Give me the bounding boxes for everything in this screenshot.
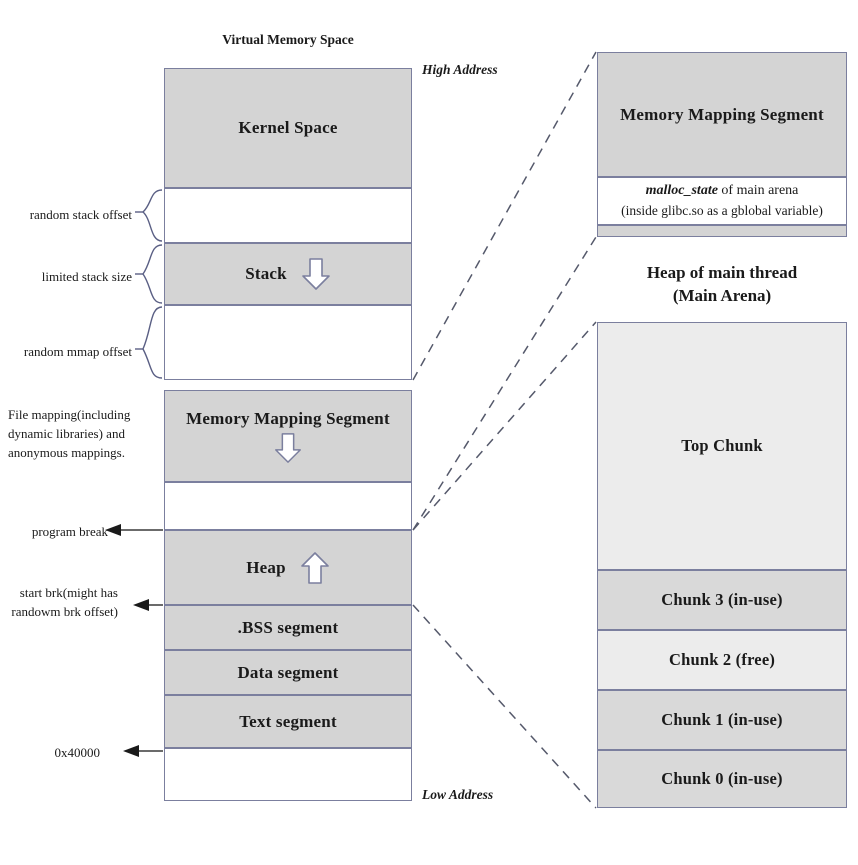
heap-detail-title-line-2: (Main Arena) [672, 285, 772, 305]
segment-label-text: Text segment [239, 711, 337, 731]
annotation-label-start-brk-line-1: start brk(might has [19, 585, 118, 600]
annotation-label-limited-stack-size: limited stack size [41, 269, 132, 284]
annotation-base-address: 0x40000 [24, 744, 101, 763]
segment-bss[interactable]: .BSS segment [164, 605, 412, 650]
segment-text[interactable]: Text segment [164, 695, 412, 748]
segment-below-text [164, 748, 412, 801]
arrow-down-icon [275, 432, 301, 463]
segment-data[interactable]: Data segment [164, 650, 412, 695]
malloc-state-suffix: of main arena [717, 183, 799, 199]
brace-limited-stack-size [142, 244, 163, 304]
arrowhead-base-address [123, 745, 139, 757]
mmap-detail-header-label: Memory Mapping Segment [620, 104, 824, 124]
annotation-program-break: program break [10, 523, 108, 542]
malloc-state-line: malloc_state of main arena [646, 180, 799, 201]
segment-brk-gap [164, 482, 412, 530]
malloc-state-note: (inside glibc.so as a gblobal variable) [621, 203, 823, 219]
segment-stack[interactable]: Stack [164, 243, 412, 305]
heap-detail-title: Heap of main thread (Main Arena) [597, 262, 847, 308]
segment-label-data: Data segment [237, 662, 339, 682]
annotation-label-base-address: 0x40000 [54, 745, 101, 760]
brace-random-mmap-offset [142, 306, 163, 379]
heap-block-label-chunk-3: Chunk 3 (in-use) [661, 589, 783, 609]
arrow-up-icon [300, 551, 329, 584]
segment-label-stack: Stack [245, 264, 287, 284]
heap-block-chunk-1[interactable]: Chunk 1 (in-use) [597, 690, 847, 750]
connector-heap-top [412, 321, 597, 531]
brace-random-stack-offset [141, 189, 163, 242]
annotation-limited-stack-size: limited stack size [4, 268, 132, 287]
annotation-start-brk: start brk(might has randowm brk offset) [2, 584, 118, 622]
segment-label-bss: .BSS segment [237, 617, 339, 637]
annotation-file-mapping-note: File mapping(including dynamic libraries… [8, 406, 156, 463]
connector-mmap-top [412, 51, 597, 381]
arrowhead-start-brk [133, 599, 149, 611]
heap-block-chunk-3[interactable]: Chunk 3 (in-use) [597, 570, 847, 630]
heap-block-label-chunk-0: Chunk 0 (in-use) [661, 768, 783, 788]
high-address-label: High Address [422, 62, 498, 77]
segment-label-memory-mapping: Memory Mapping Segment [186, 409, 390, 429]
heap-block-label-chunk-1: Chunk 1 (in-use) [661, 709, 783, 729]
segment-label-heap: Heap [246, 557, 286, 577]
segment-stack-gap-top [164, 188, 412, 243]
arrow-down-icon [302, 258, 330, 290]
file-mapping-note-line-1: File mapping(including [8, 407, 131, 422]
annotation-label-random-mmap-offset: random mmap offset [23, 344, 132, 359]
segment-heap[interactable]: Heap [164, 530, 412, 605]
annotation-label-start-brk-line-2: randowm brk offset) [11, 603, 118, 619]
malloc-state-symbol: malloc_state [645, 183, 718, 199]
annotation-random-mmap-offset: random mmap offset [0, 343, 132, 362]
segment-kernel-space[interactable]: Kernel Space [164, 68, 412, 188]
file-mapping-note-line-3: anonymous mappings. [8, 444, 125, 460]
annotation-label-program-break: program break [31, 524, 108, 539]
mmap-detail-header-box[interactable]: Memory Mapping Segment [597, 52, 847, 177]
heap-block-label-chunk-2: Chunk 2 (free) [668, 649, 776, 669]
low-address-label: Low Address [422, 787, 494, 802]
heap-block-chunk-0[interactable]: Chunk 0 (in-use) [597, 750, 847, 808]
heap-block-label-top-chunk: Top Chunk [681, 435, 763, 455]
annotation-random-stack-offset: random stack offset [4, 206, 132, 225]
segment-label-kernel-space: Kernel Space [238, 118, 338, 138]
segment-mmap-gap [164, 305, 412, 380]
segment-memory-mapping[interactable]: Memory Mapping Segment [164, 390, 412, 482]
connector-mmap-bottom [412, 236, 597, 531]
mmap-detail-malloc-state-box[interactable]: malloc_state of main arena (inside glibc… [597, 177, 847, 225]
heap-block-top-chunk[interactable]: Top Chunk [597, 322, 847, 570]
heap-block-chunk-2[interactable]: Chunk 2 (free) [597, 630, 847, 690]
file-mapping-note-line-2: dynamic libraries) and [8, 425, 125, 441]
connector-heap-bottom [412, 604, 597, 809]
virtual-memory-space-title: Virtual Memory Space [222, 32, 354, 47]
annotation-label-random-stack-offset: random stack offset [29, 207, 132, 222]
heap-detail-title-line-1: Heap of main thread [646, 263, 798, 282]
mmap-detail-footer-strip [597, 225, 847, 237]
